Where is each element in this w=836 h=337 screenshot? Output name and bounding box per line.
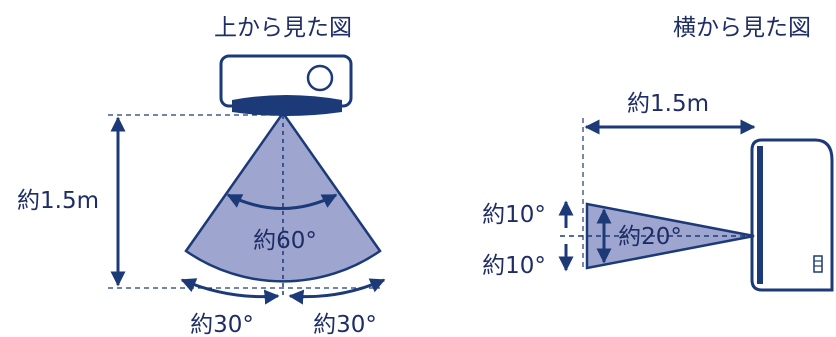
- top-right-swing-arc: [288, 278, 386, 305]
- side-view-title: 横から見た図: [673, 15, 811, 41]
- top-view-title: 上から見た図: [214, 15, 352, 41]
- side-spread-label: 約20°: [618, 224, 682, 250]
- top-left-swing-label: 約30°: [190, 312, 254, 337]
- side-up-label: 約10°: [482, 202, 546, 228]
- top-left-swing-arc: [180, 278, 280, 305]
- top-distance-label: 約1.5m: [17, 188, 99, 214]
- top-spread-arc: [226, 193, 338, 210]
- top-right-swing-label: 約30°: [313, 312, 377, 337]
- device-top-icon: [219, 54, 353, 116]
- top-spread-label: 約60°: [253, 228, 317, 254]
- side-down-label: 約10°: [482, 253, 546, 279]
- device-side-icon: [750, 138, 834, 292]
- side-distance-label: 約1.5m: [627, 91, 709, 117]
